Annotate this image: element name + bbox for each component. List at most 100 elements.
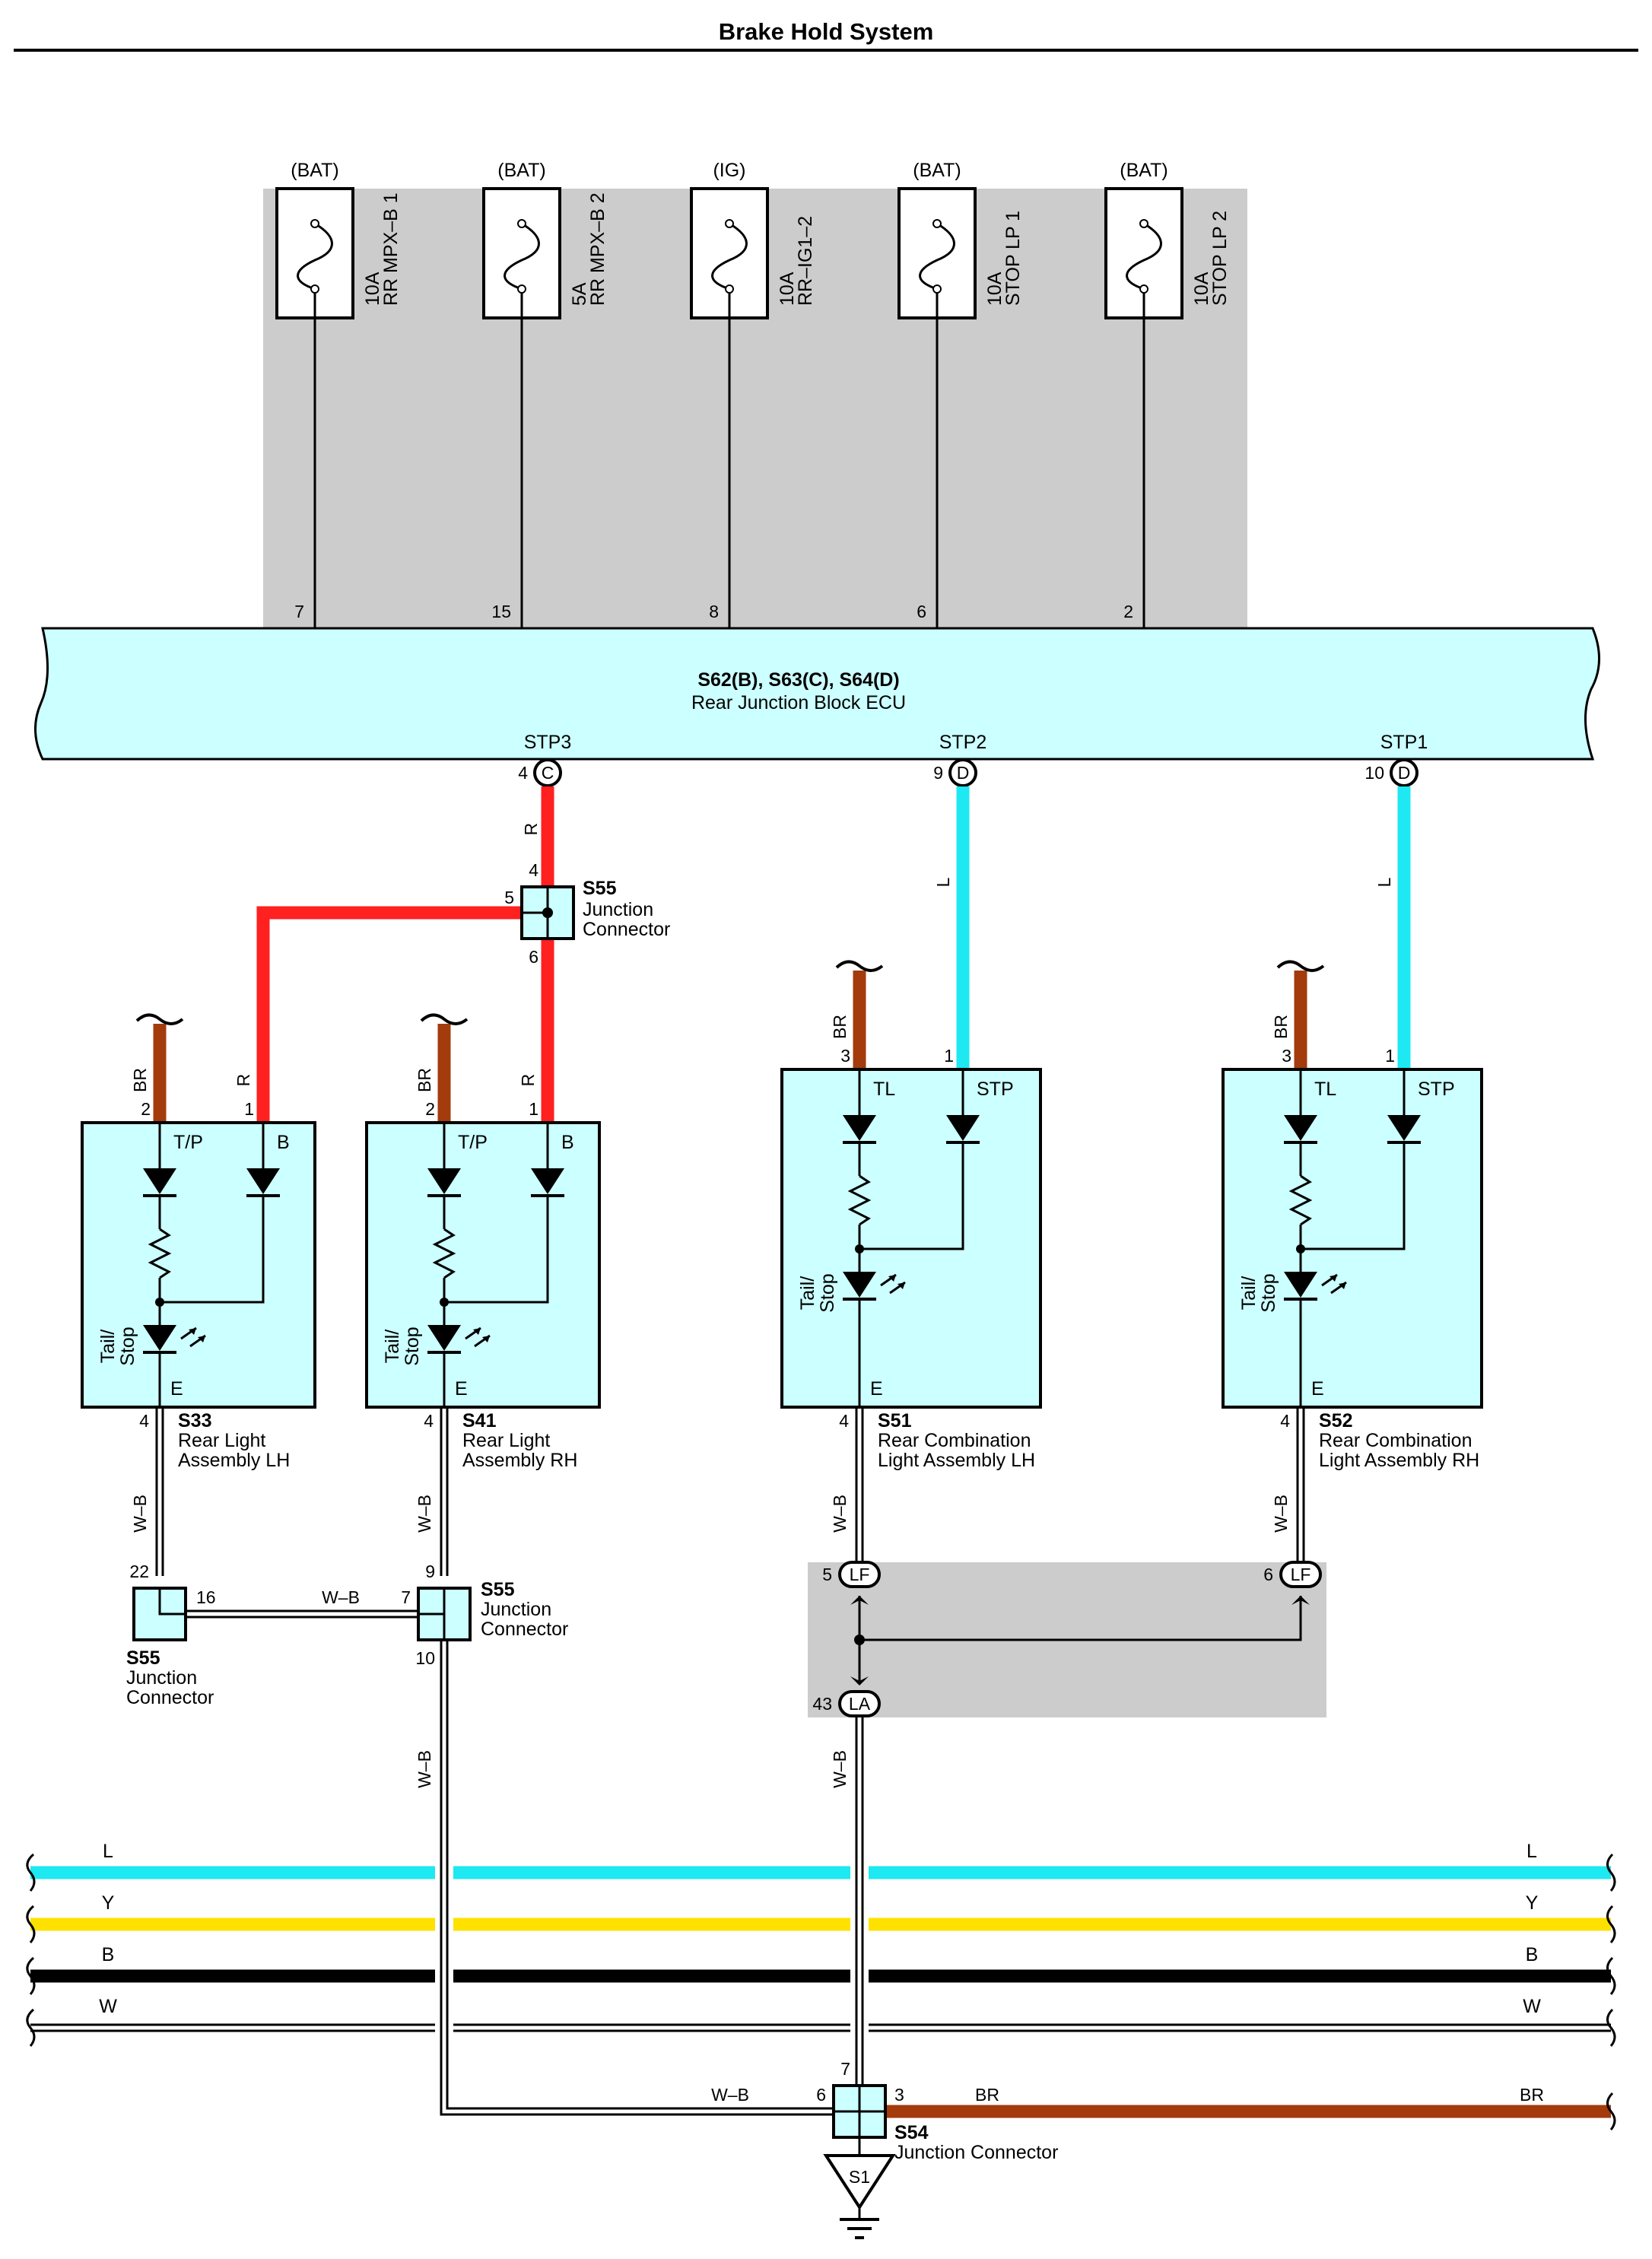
wire-label: BR — [1271, 1015, 1291, 1039]
fuse-element-icon — [1126, 222, 1162, 291]
fuse-rating: 10A — [1191, 272, 1212, 306]
wire-label: R — [518, 1074, 538, 1087]
junction-code: S54 — [894, 2122, 929, 2143]
resistor-icon — [148, 1228, 172, 1279]
led-arrow-icon — [482, 1336, 490, 1342]
wire-label: BR — [975, 2085, 999, 2105]
junction-pin: 7 — [840, 2059, 850, 2079]
diode-icon — [1284, 1272, 1317, 1298]
lamp-pin: 4 — [839, 1411, 849, 1431]
wire-label: W–B — [322, 1587, 360, 1607]
lamp-terminal: E — [870, 1378, 883, 1400]
junction-pin: 3 — [894, 2085, 904, 2105]
diode-icon — [946, 1115, 980, 1141]
lamp-name: Rear Light — [462, 1430, 550, 1451]
fuse-supply-label: (BAT) — [291, 160, 338, 181]
lamp-pin: 4 — [1280, 1411, 1290, 1431]
fuse-rating: 5A — [569, 282, 590, 306]
wire-label: W–B — [415, 1495, 434, 1533]
fuse-element-icon — [297, 222, 333, 291]
lamp-pin: 1 — [1385, 1046, 1395, 1066]
break-mark-icon — [1606, 2092, 1616, 2130]
ecu-block — [33, 627, 1600, 761]
junction-name: Connector — [481, 1619, 568, 1640]
lamp-terminal: STP — [977, 1079, 1014, 1100]
ground-triangle — [823, 2154, 896, 2210]
led-arrow-icon — [189, 1328, 196, 1335]
break-mark-icon — [26, 1956, 36, 1995]
lamp-wire — [859, 1142, 964, 1250]
break-mark-icon — [1606, 2008, 1616, 2047]
wire-label: BR — [1520, 2085, 1544, 2105]
lamp-side-label: Tail/ — [382, 1330, 403, 1364]
fuse-pin: 8 — [709, 602, 719, 621]
wire-continuation-icon — [135, 1013, 184, 1025]
wire-label: W–B — [1271, 1495, 1291, 1533]
wire-label: W–B — [415, 1750, 434, 1788]
fuse-terminal — [932, 219, 942, 228]
ground-label: S1 — [849, 2167, 870, 2187]
lamp-terminal: TL — [1314, 1079, 1336, 1100]
break-mark-icon — [1606, 1956, 1616, 1995]
lamp-pin: 1 — [244, 1099, 254, 1119]
lamp-terminal: E — [1311, 1378, 1324, 1400]
ecu-output-connector — [1390, 758, 1418, 787]
diode-icon — [1387, 1115, 1421, 1141]
junction-dot — [854, 1635, 865, 1645]
ecu-output-connector-label: C — [542, 763, 554, 783]
connector-la — [838, 1690, 881, 1717]
junction-pin: 7 — [401, 1587, 411, 1607]
led-arrow-icon — [1330, 1275, 1337, 1282]
junction-pin: 10 — [415, 1648, 435, 1668]
ecu-output-pin: 10 — [1364, 763, 1384, 783]
junction-pin: 6 — [816, 2085, 826, 2105]
bus-label: W — [1523, 1996, 1541, 2017]
fuse-name: RR MPX–B 2 — [587, 192, 608, 306]
wire-wb-s55-down-inner — [442, 1640, 832, 2114]
bus-label: Y — [1526, 1892, 1539, 1914]
fuse-terminal — [1139, 284, 1148, 294]
junction-name: Connector — [126, 1687, 214, 1708]
lamp-code: S51 — [878, 1410, 912, 1431]
lamp-terminal: E — [170, 1378, 183, 1400]
lamp-terminal: TL — [873, 1079, 895, 1100]
splice-wire — [859, 1596, 1302, 1641]
junction-name: Junction — [583, 899, 653, 920]
ecu-output-terminal: STP3 — [524, 732, 572, 753]
lamp-box — [1222, 1068, 1483, 1409]
led-arrow-icon — [198, 1336, 205, 1342]
break-mark-icon — [26, 1853, 36, 1892]
junction-dot — [542, 907, 553, 918]
fuse-supply-label: (BAT) — [913, 160, 961, 181]
junction-pin: 5 — [504, 888, 514, 907]
junction-name: Junction — [126, 1667, 197, 1689]
junction-name: Junction Connector — [894, 2142, 1058, 2163]
lamp-name: Light Assembly LH — [878, 1450, 1035, 1471]
lamp-pin: 4 — [139, 1411, 149, 1431]
fuse-terminal — [517, 219, 526, 228]
splice-pin: 43 — [812, 1694, 832, 1714]
ecu-name: Rear Junction Block ECU — [691, 692, 906, 713]
chevron-icon — [850, 1676, 869, 1686]
fuse-terminal — [932, 284, 942, 294]
wire-label: W–B — [130, 1495, 150, 1533]
diode-icon — [427, 1325, 461, 1351]
bus-label: L — [1527, 1841, 1537, 1862]
diode-icon — [246, 1168, 280, 1194]
diode-icon — [143, 1168, 176, 1194]
junction-pin: 4 — [529, 860, 538, 880]
ecu-output-connector-label: D — [1398, 763, 1411, 783]
fuse-name: STOP LP 1 — [1002, 211, 1024, 306]
wire-label: R — [521, 823, 541, 836]
wire-continuation-icon — [835, 960, 884, 972]
ecu-output-connector — [533, 758, 562, 787]
fuse-pin: 15 — [491, 602, 511, 621]
bus-label: W — [99, 1996, 117, 2017]
break-mark-icon — [1606, 1853, 1616, 1892]
fuse-rating: 10A — [362, 272, 383, 306]
wire-r-left — [256, 906, 548, 1123]
wire-label: W–B — [711, 2085, 749, 2105]
bus-label: Y — [102, 1892, 115, 1914]
